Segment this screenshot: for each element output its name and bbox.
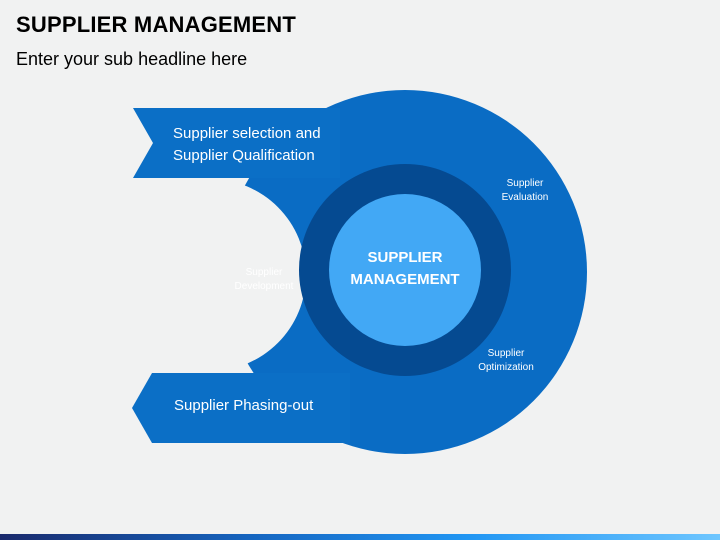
stage-evaluation-line1: Supplier (507, 178, 544, 189)
center-label-line2: MANAGEMENT (350, 271, 459, 288)
stage-development-line1: Supplier (246, 267, 283, 278)
top-banner (133, 108, 340, 178)
page-title: SUPPLIER MANAGEMENT (16, 12, 297, 37)
banner-top-line1: Supplier selection and (173, 125, 321, 142)
stage-evaluation-line2: Evaluation (502, 192, 549, 203)
banner-top-line2: Supplier Qualification (173, 147, 315, 164)
stage-optimization-line1: Supplier (488, 348, 525, 359)
center-label-line1: SUPPLIER (367, 249, 442, 266)
bottom-banner (132, 373, 350, 443)
page-subtitle: Enter your sub headline here (16, 49, 248, 69)
center-circle (329, 194, 481, 346)
stage-optimization-line2: Optimization (478, 362, 534, 373)
footer-gradient-bar (0, 534, 720, 540)
swirl-cutout (114, 179, 306, 371)
banner-bottom-label: Supplier Phasing-out (174, 397, 314, 414)
stage-development-line2: Development (235, 281, 294, 292)
